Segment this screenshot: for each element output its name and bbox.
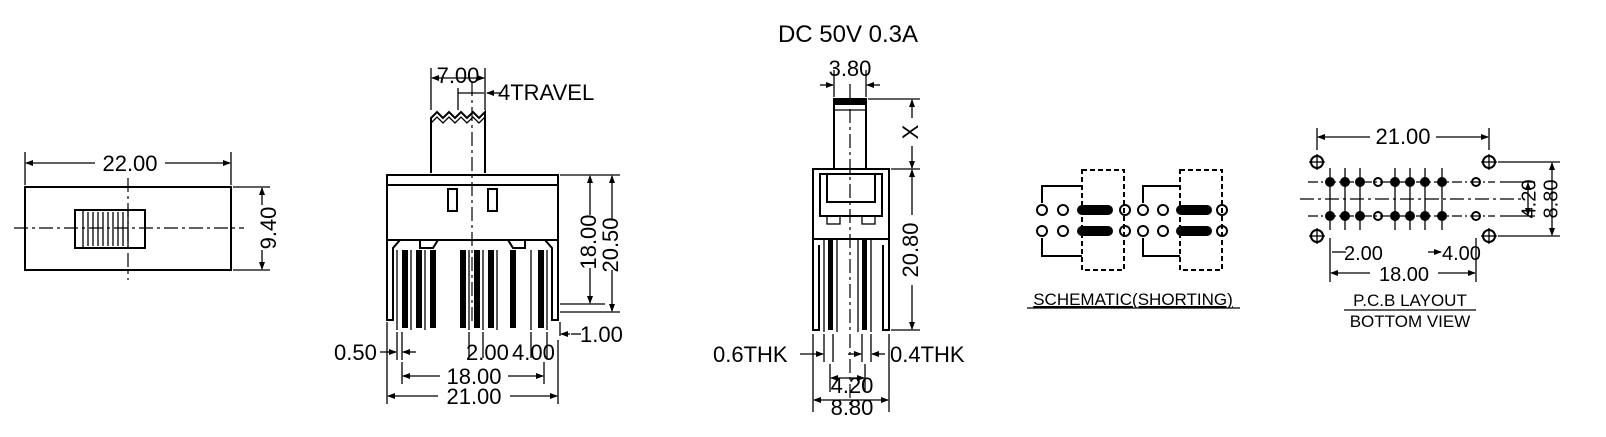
top-height-label: 9.40	[256, 207, 281, 250]
side-body-height-label: 20.80	[898, 222, 923, 277]
contact-bar	[1077, 205, 1113, 215]
front-total-height-label: 20.50	[598, 217, 623, 272]
front-body-height-label: 18.00	[576, 214, 601, 269]
front-actuator-width-label: 7.00	[437, 63, 480, 88]
front-travel-label: 4TRAVEL	[498, 80, 594, 105]
side-actuator-width-label: 3.80	[829, 56, 872, 81]
pcb-layout: 21.00 4.20 8.80 2.00 4.00 18.00 P.C.B LA…	[1300, 124, 1562, 331]
rating-label: DC 50V 0.3A	[778, 21, 918, 48]
front-tab-thk-label: 1.00	[580, 322, 623, 347]
top-view: 22.00 9.40	[14, 151, 281, 280]
pcb-span-label: 18.00	[1379, 264, 1429, 286]
side-row-pitch-label: 4.20	[831, 373, 874, 398]
schematic: SCHEMATIC(SHORTING)	[1027, 169, 1240, 309]
side-pin-thk-right-label: 0.4THK	[890, 342, 965, 367]
side-view: 3.80 X 20.80 0.6THK 0.4THK 4.20 8.80	[713, 56, 965, 420]
pcb-caption-layout: P.C.B LAYOUT	[1353, 291, 1467, 310]
side-pin-thk-left-label: 0.6THK	[713, 342, 788, 367]
pcb-pitch-a-label: 2.00	[1344, 243, 1383, 265]
front-pin-span-label: 18.00	[446, 364, 501, 389]
front-body-width-label: 21.00	[446, 384, 501, 409]
pcb-pitch-b-label: 4.00	[1442, 243, 1481, 265]
schematic-caption: SCHEMATIC(SHORTING)	[1033, 290, 1233, 309]
pcb-width-label: 21.00	[1375, 124, 1430, 149]
pcb-depth-label: 8.80	[1540, 180, 1562, 219]
front-pin-thk-label: 0.50	[334, 340, 377, 365]
front-view: 7.00 4TRAVEL 18.00 20.50 1.00 0.50 2.00 …	[334, 63, 623, 409]
contact-bar	[1176, 226, 1212, 236]
pcb-caption-bottom: BOTTOM VIEW	[1350, 312, 1471, 331]
side-body-depth-label: 8.80	[831, 395, 874, 420]
contact-bar	[1176, 205, 1212, 215]
pcb-row-pitch-label: 4.20	[1518, 180, 1540, 219]
top-length-label: 22.00	[102, 151, 157, 176]
contact-bar	[1077, 226, 1113, 236]
front-pin-space-label: 4.00	[512, 340, 555, 365]
top-view-slider	[74, 209, 146, 249]
front-pin-pitch-label: 2.00	[466, 340, 509, 365]
side-body	[812, 168, 890, 240]
side-actuator-height-label: X	[898, 124, 923, 139]
